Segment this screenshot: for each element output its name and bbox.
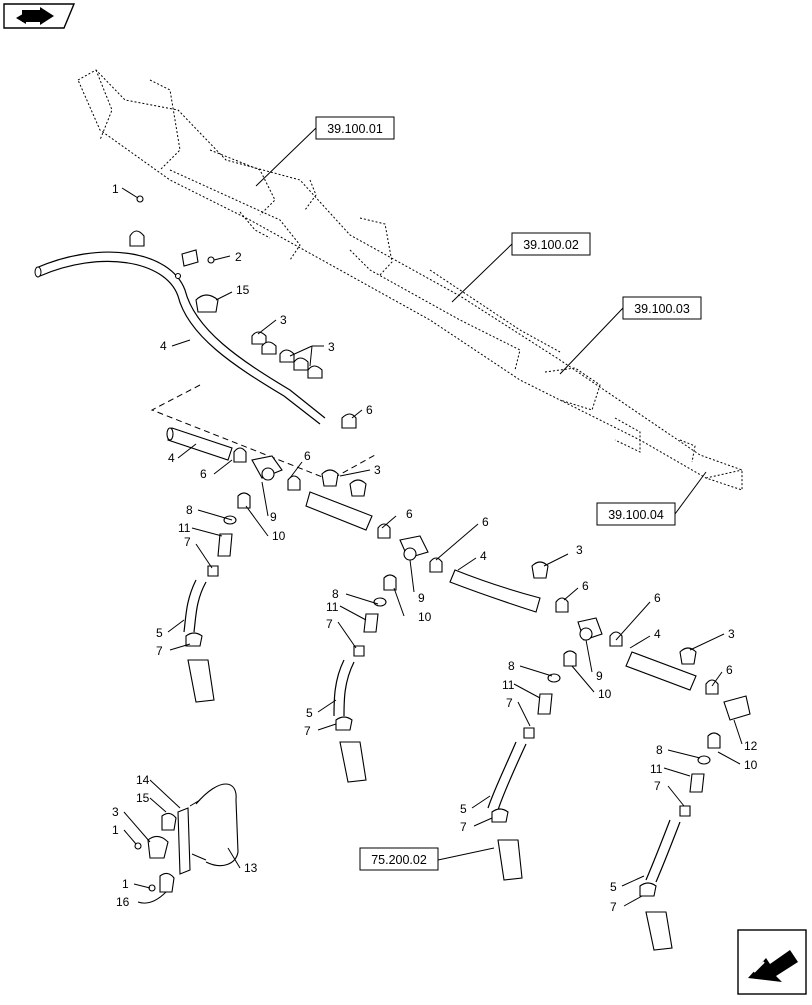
callout: 7 <box>326 617 333 631</box>
callout: 3 <box>374 463 381 477</box>
callout: 4 <box>160 339 167 353</box>
callout: 8 <box>332 587 339 601</box>
callout: 1 <box>112 182 119 196</box>
callout: 6 <box>726 663 733 677</box>
callout: 16 <box>116 895 130 909</box>
callout: 14 <box>136 773 150 787</box>
svg-text:39.100.02: 39.100.02 <box>523 238 579 252</box>
callout: 10 <box>598 687 612 701</box>
callout: 10 <box>744 758 758 772</box>
fastener-group-upper <box>129 195 357 429</box>
callout: 6 <box>200 467 207 481</box>
callout: 9 <box>270 510 277 524</box>
callout: 7 <box>610 900 617 914</box>
callout: 12 <box>744 739 758 753</box>
ref-39-100-02[interactable]: 39.100.02 <box>451 232 591 303</box>
detail-bracket <box>150 384 376 481</box>
callout: 6 <box>582 579 589 593</box>
callout: 6 <box>406 507 413 521</box>
hose-upper <box>34 251 326 425</box>
callout: 1 <box>112 823 119 837</box>
ref-39-100-04[interactable]: 39.100.04 <box>596 471 707 526</box>
callout: 5 <box>306 706 313 720</box>
callout: 3 <box>728 627 735 641</box>
callout: 1 <box>122 877 129 891</box>
svg-text:39.100.03: 39.100.03 <box>634 302 690 316</box>
callout: 11 <box>178 521 191 535</box>
callout: 9 <box>418 591 425 605</box>
mount-bracket <box>134 783 239 893</box>
callout: 4 <box>168 451 175 465</box>
callout: 15 <box>136 791 150 805</box>
callout: 6 <box>482 515 489 529</box>
callout: 4 <box>480 549 487 563</box>
callouts: 1 2 15 3 3 4 6 4 6 6 3 8 9 11 10 7 6 6 <box>112 182 758 914</box>
callout: 9 <box>596 669 603 683</box>
ref-39-100-03[interactable]: 39.100.03 <box>559 296 702 375</box>
ref-39-100-01[interactable]: 39.100.01 <box>255 116 395 187</box>
callout: 5 <box>156 626 163 640</box>
callout: 6 <box>654 591 661 605</box>
callout: 15 <box>236 283 250 297</box>
callout: 7 <box>460 820 467 834</box>
hose-segments <box>166 427 697 691</box>
callout: 11 <box>326 600 339 614</box>
callout: 13 <box>244 861 258 875</box>
svg-text:75.200.02: 75.200.02 <box>371 853 427 867</box>
callout: 7 <box>156 644 163 658</box>
svg-text:39.100.01: 39.100.01 <box>327 122 383 136</box>
boom-frame <box>77 69 743 491</box>
callout: 7 <box>304 724 311 738</box>
callout: 5 <box>460 802 467 816</box>
next-page-icon[interactable] <box>737 929 807 995</box>
callout: 3 <box>112 805 119 819</box>
tee-fittings <box>251 455 751 721</box>
nozzle-assembly-4 <box>639 732 721 951</box>
nozzle-assembly-2 <box>333 574 397 783</box>
callout: 8 <box>656 743 663 757</box>
callout: 10 <box>418 610 432 624</box>
nozzle-assembly-1 <box>183 492 251 703</box>
ref-75-200-02[interactable]: 75.200.02 <box>359 847 495 871</box>
callout: 10 <box>272 529 286 543</box>
callout: 7 <box>506 696 513 710</box>
svg-text:39.100.04: 39.100.04 <box>608 508 664 522</box>
callout: 8 <box>186 503 193 517</box>
callout: 7 <box>654 779 661 793</box>
callout: 6 <box>366 403 373 417</box>
callout: 3 <box>328 340 335 354</box>
callout: 3 <box>280 313 287 327</box>
prev-page-icon[interactable] <box>3 3 76 29</box>
callout: 2 <box>235 250 242 264</box>
callout: 5 <box>610 880 617 894</box>
callout: 11 <box>502 678 515 692</box>
callout: 7 <box>184 535 191 549</box>
callout: 8 <box>508 659 515 673</box>
callout: 4 <box>654 627 661 641</box>
callout: 6 <box>304 449 311 463</box>
callout: 3 <box>576 543 583 557</box>
callout: 11 <box>650 762 663 776</box>
